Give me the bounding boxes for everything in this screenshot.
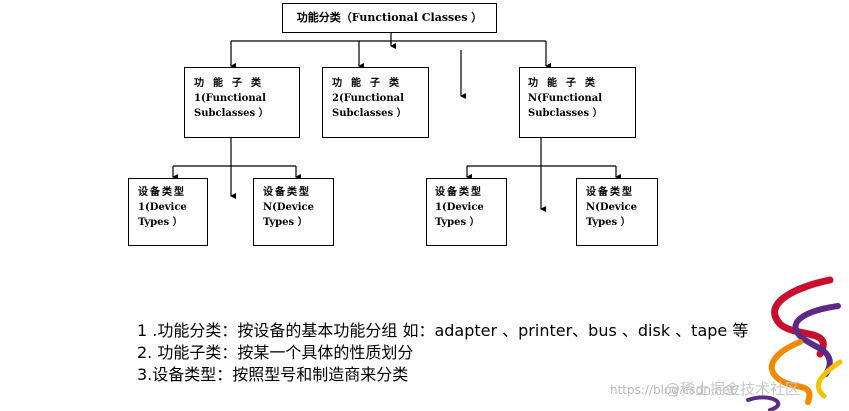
device-type-line2: N(Device	[586, 202, 637, 213]
subclass-n-box: 功能子类 N(Functional Subclasses ）	[519, 67, 636, 138]
device-type-title: 设备类型	[263, 187, 311, 198]
watermark-url: https://blog.csdn.net/	[610, 383, 739, 397]
device-type-title: 设备类型	[435, 187, 483, 198]
subclass-1-line2: 1(Functional	[194, 93, 266, 104]
functional-classes-label: 功能分类（Functional Classes ）	[296, 11, 483, 24]
subclass-1-title: 功能子类	[194, 78, 270, 89]
device-type-line3: Types ）	[586, 217, 631, 228]
device-type-line3: Types ）	[263, 217, 308, 228]
device-type-line2: 1(Device	[138, 202, 187, 213]
subclass-n-title: 功能子类	[528, 78, 604, 89]
device-type-title: 设备类型	[138, 187, 186, 198]
device-type-box: 设备类型 N(Device Types ）	[576, 178, 658, 246]
note-item: 3.设备类型：按照型号和制造商来分类	[137, 365, 409, 384]
swirl-logo-icon	[746, 276, 843, 411]
device-type-box: 设备类型 1(Device Types ）	[426, 178, 507, 246]
device-type-line2: 1(Device	[435, 202, 484, 213]
device-type-line3: Types ）	[138, 217, 183, 228]
notes-list: 1 .功能分类：按设备的基本功能分组 如：adapter 、printer、bu…	[137, 320, 748, 386]
subclass-2-line3: Subclasses ）	[332, 108, 407, 119]
note-item: 2. 功能子类：按某一个具体的性质划分	[137, 343, 414, 362]
subclass-2-title: 功能子类	[332, 78, 408, 89]
device-type-line2: N(Device	[263, 202, 314, 213]
subclass-n-line3: Subclasses ）	[528, 108, 603, 119]
subclass-2-box: 功能子类 2(Functional Subclasses ）	[322, 67, 429, 138]
subclass-1-box: 功能子类 1(Functional Subclasses ）	[184, 67, 300, 138]
device-type-box: 设备类型 N(Device Types ）	[253, 178, 334, 246]
functional-classes-box: 功能分类（Functional Classes ）	[282, 3, 497, 33]
watermark-site: @稀土掘金技术社区	[665, 380, 801, 398]
device-type-title: 设备类型	[586, 187, 634, 198]
subclass-2-line2: 2(Functional	[332, 93, 404, 104]
device-type-line3: Types ）	[435, 217, 480, 228]
subclass-1-line3: Subclasses ）	[194, 108, 269, 119]
device-type-box: 设备类型 1(Device Types ）	[128, 178, 208, 246]
subclass-n-line2: N(Functional	[528, 93, 603, 104]
note-item: 1 .功能分类：按设备的基本功能分组 如：adapter 、printer、bu…	[137, 321, 749, 340]
